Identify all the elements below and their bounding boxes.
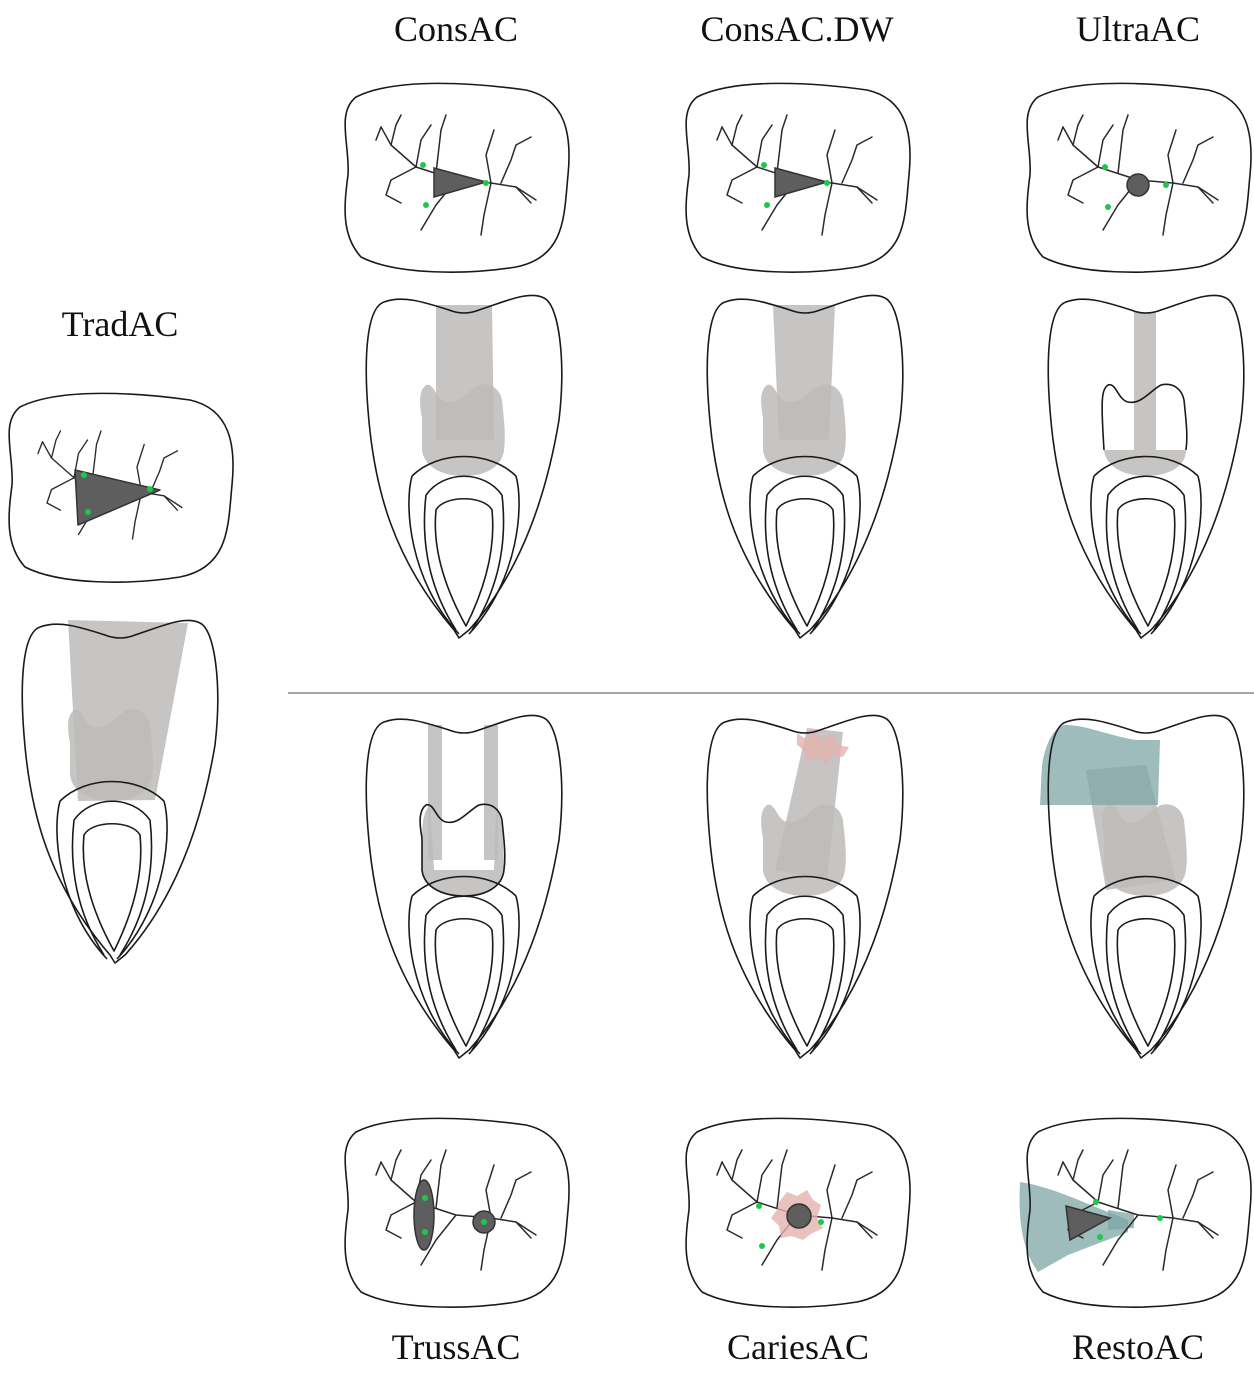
- cariesac-crown-section: [707, 715, 902, 1058]
- consac-dw-occlusal-view: [686, 83, 910, 272]
- trussac-occlusal-view: [345, 1118, 569, 1307]
- ultraac-crown-section: [1048, 295, 1243, 638]
- consac-occlusal-view: [345, 83, 569, 272]
- tradac-crown-section: [22, 620, 217, 963]
- consac-dw-crown-section: [707, 295, 902, 638]
- cariesac-occlusal-view: [686, 1118, 910, 1307]
- restoac-occlusal-view: [1020, 1118, 1252, 1307]
- restoac-crown-section: [1040, 715, 1244, 1058]
- trussac-crown-section: [366, 715, 561, 1058]
- tradac-occlusal-view: [9, 393, 233, 582]
- consac-crown-section: [366, 295, 561, 638]
- ultraac-occlusal-view: [1027, 83, 1251, 272]
